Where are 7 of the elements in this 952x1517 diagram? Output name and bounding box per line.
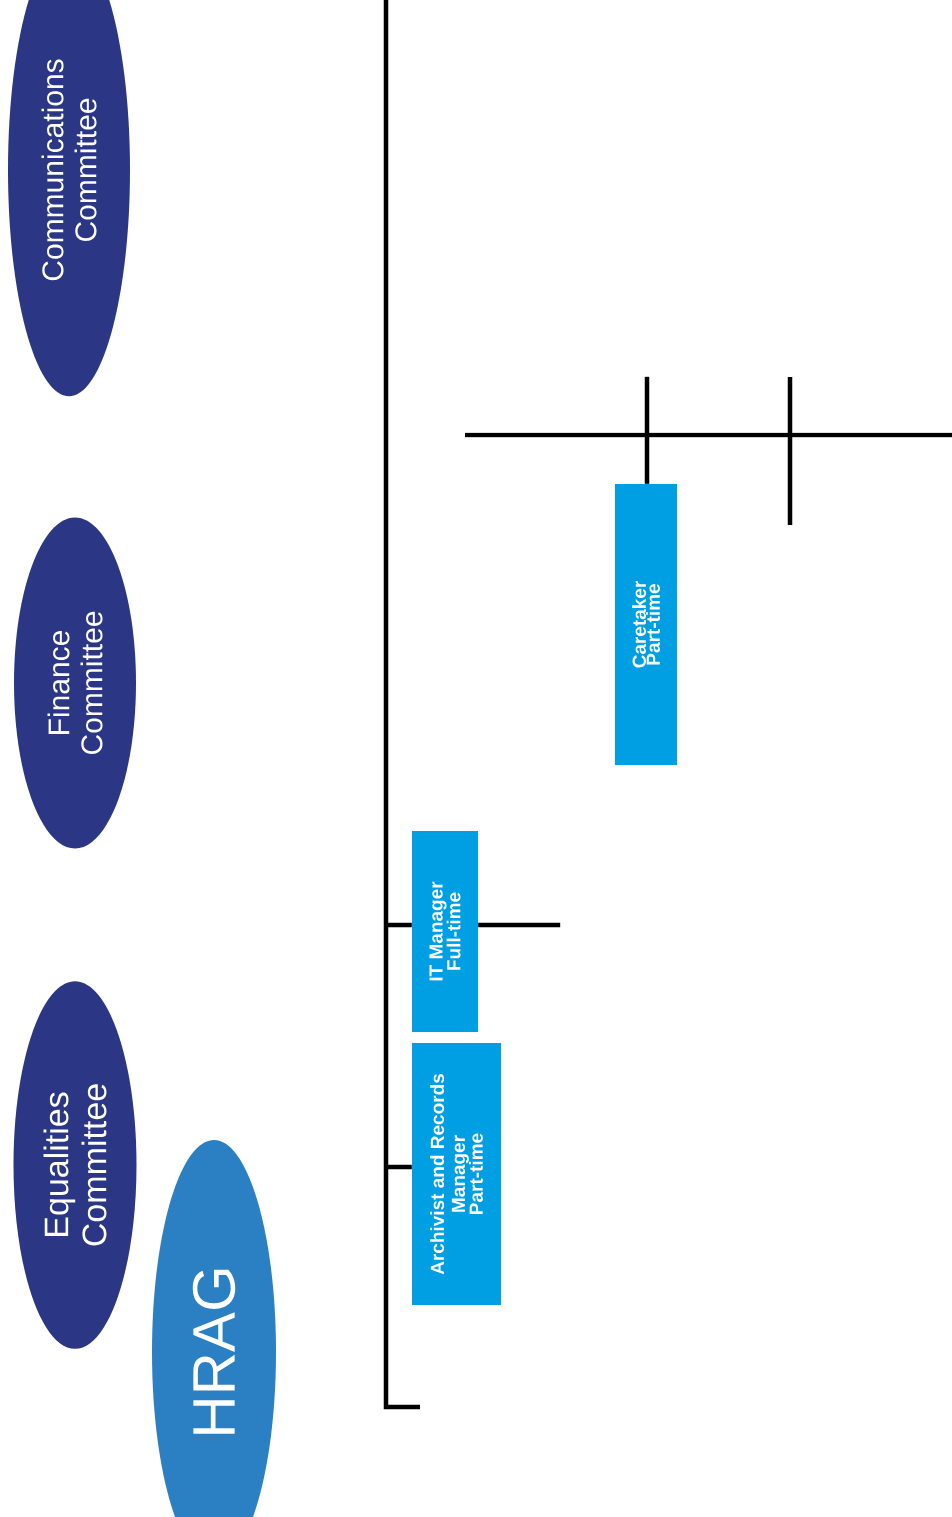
connector-line [385, 1164, 412, 1170]
connector-line [385, 922, 412, 928]
role-box: IT Manager Full-time [412, 831, 478, 1032]
connector-line [644, 376, 650, 484]
connector-line [478, 922, 561, 928]
role-box: Archivist and Records Manager Part-time [412, 1043, 501, 1305]
role-box: Caretaker Part-time [615, 484, 677, 765]
